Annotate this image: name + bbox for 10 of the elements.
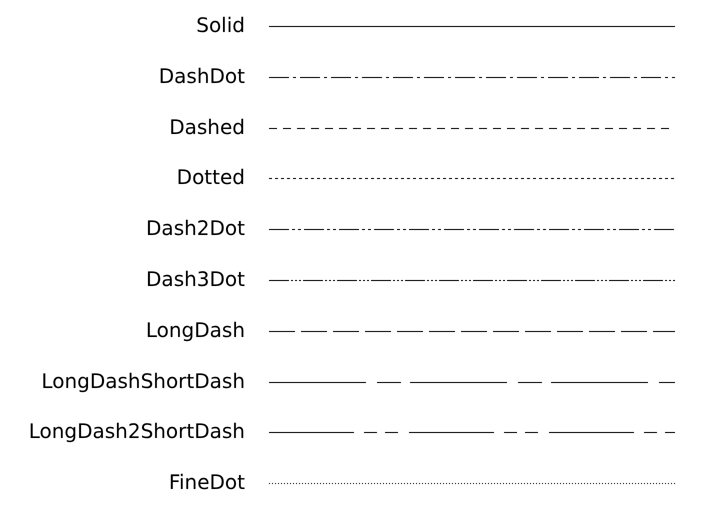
legend-label: LongDash bbox=[146, 318, 245, 342]
legend-label: LongDash2ShortDash bbox=[28, 419, 245, 444]
legend-label: Dashed bbox=[169, 114, 245, 139]
legend-label: Dotted bbox=[176, 165, 245, 190]
legend-label: LongDashShortDash bbox=[41, 368, 245, 393]
legend-label: DashDot bbox=[158, 64, 245, 88]
legend-label: Dash3Dot bbox=[146, 267, 245, 291]
legend-label: Dash2Dot bbox=[146, 216, 245, 240]
legend-label: Solid bbox=[196, 13, 245, 37]
legend-label: FineDot bbox=[168, 470, 245, 494]
